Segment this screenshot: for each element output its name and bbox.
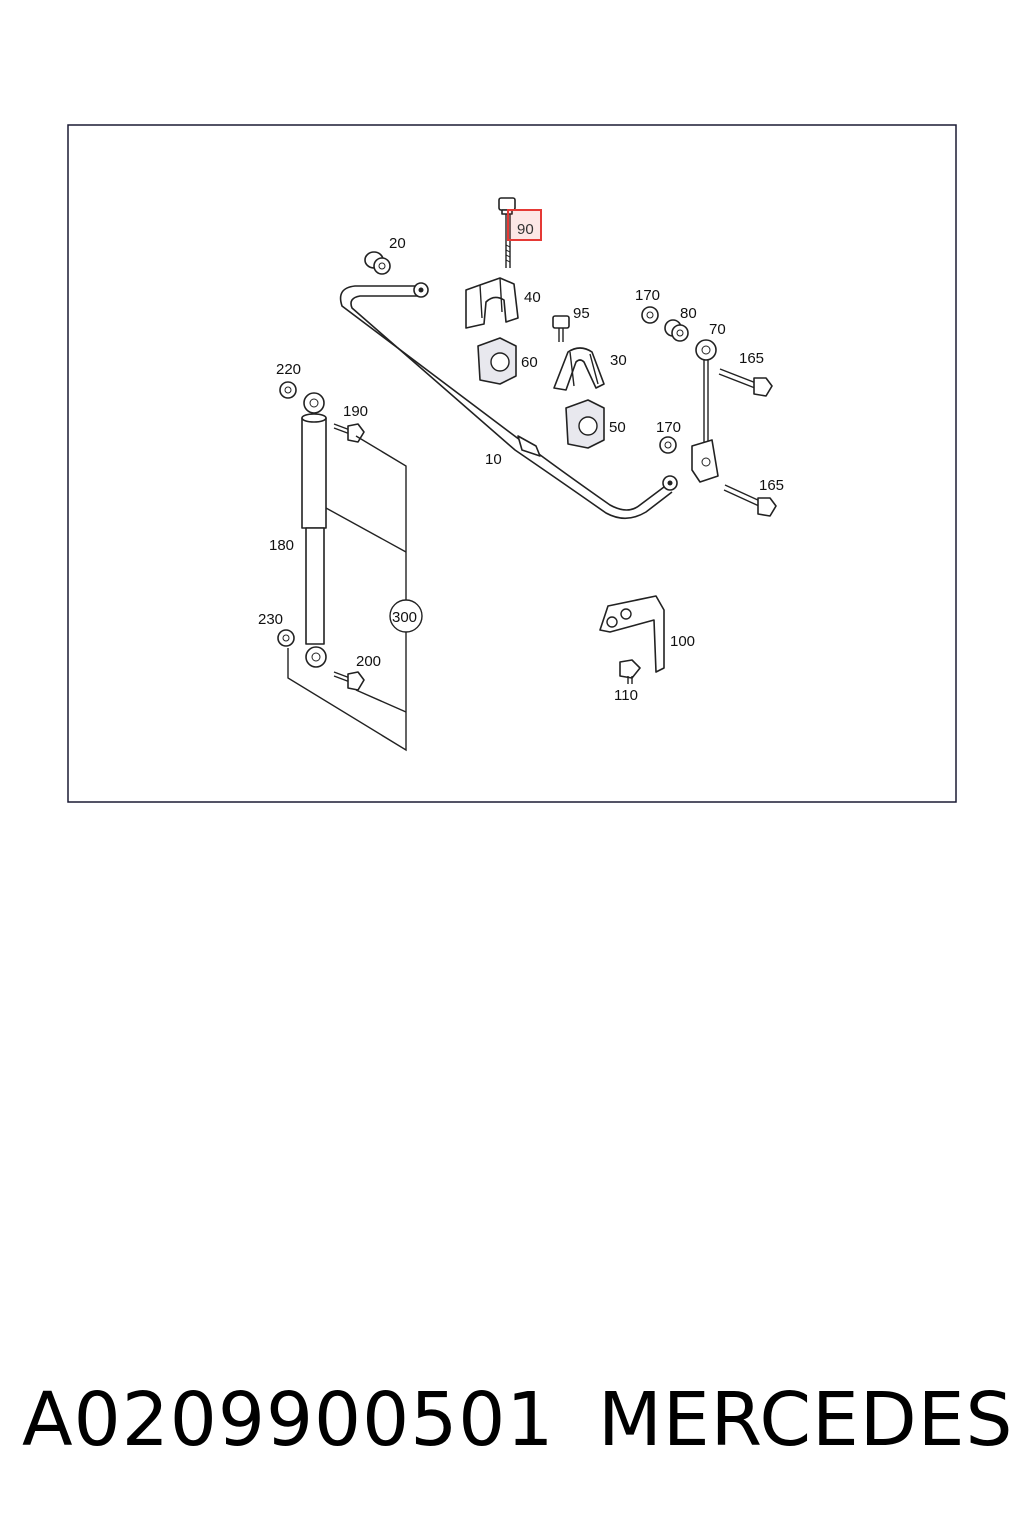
highlight-box bbox=[507, 209, 542, 241]
screw-110 bbox=[619, 659, 641, 684]
label-95: 95 bbox=[573, 305, 590, 322]
diagram-frame bbox=[67, 124, 957, 803]
clamp-40 bbox=[465, 277, 519, 329]
label-60: 60 bbox=[521, 354, 538, 371]
clamp-30 bbox=[553, 347, 605, 391]
label-10: 10 bbox=[485, 451, 502, 468]
washer-170-bottom bbox=[659, 436, 677, 454]
label-200: 200 bbox=[356, 653, 381, 670]
caption: A0209900501 MERCEDES bbox=[0, 1370, 1024, 1470]
highlighted-part-90[interactable]: 90 bbox=[507, 209, 542, 241]
mount-60 bbox=[477, 337, 517, 385]
screw-190 bbox=[333, 423, 365, 443]
label-90: 90 bbox=[517, 221, 534, 238]
washer-220 bbox=[279, 381, 297, 399]
label-230: 230 bbox=[258, 611, 283, 628]
label-100: 100 bbox=[670, 633, 695, 650]
label-80: 80 bbox=[680, 305, 697, 322]
washer-230 bbox=[277, 629, 295, 647]
washer-170-top bbox=[641, 306, 659, 324]
shock-absorber-180 bbox=[301, 392, 327, 668]
stabilizer-bar bbox=[339, 282, 678, 520]
kit-300-bracket bbox=[287, 435, 407, 752]
bolt-165-top bbox=[718, 368, 773, 397]
label-30: 30 bbox=[610, 352, 627, 369]
label-300: 300 bbox=[392, 609, 417, 626]
label-20: 20 bbox=[389, 235, 406, 252]
screw-95 bbox=[552, 315, 570, 342]
label-165-bottom: 165 bbox=[759, 477, 784, 494]
link-rod-70 bbox=[691, 339, 719, 483]
label-40: 40 bbox=[524, 289, 541, 306]
label-220: 220 bbox=[276, 361, 301, 378]
bushing-80 bbox=[664, 319, 689, 342]
bushing-20 bbox=[364, 251, 391, 275]
label-70: 70 bbox=[709, 321, 726, 338]
label-190: 190 bbox=[343, 403, 368, 420]
part-number: A0209900501 bbox=[22, 1377, 555, 1463]
label-170-top: 170 bbox=[635, 287, 660, 304]
label-50: 50 bbox=[609, 419, 626, 436]
brand-name: MERCEDES bbox=[598, 1377, 1014, 1463]
screw-200 bbox=[333, 671, 365, 691]
label-165-top: 165 bbox=[739, 350, 764, 367]
bracket-100 bbox=[599, 595, 665, 673]
label-180: 180 bbox=[269, 537, 294, 554]
bolt-165-bottom bbox=[723, 484, 777, 517]
kit-300-circle bbox=[389, 599, 423, 633]
mount-50 bbox=[565, 399, 605, 449]
label-170-bottom: 170 bbox=[656, 419, 681, 436]
label-110: 110 bbox=[614, 687, 638, 704]
